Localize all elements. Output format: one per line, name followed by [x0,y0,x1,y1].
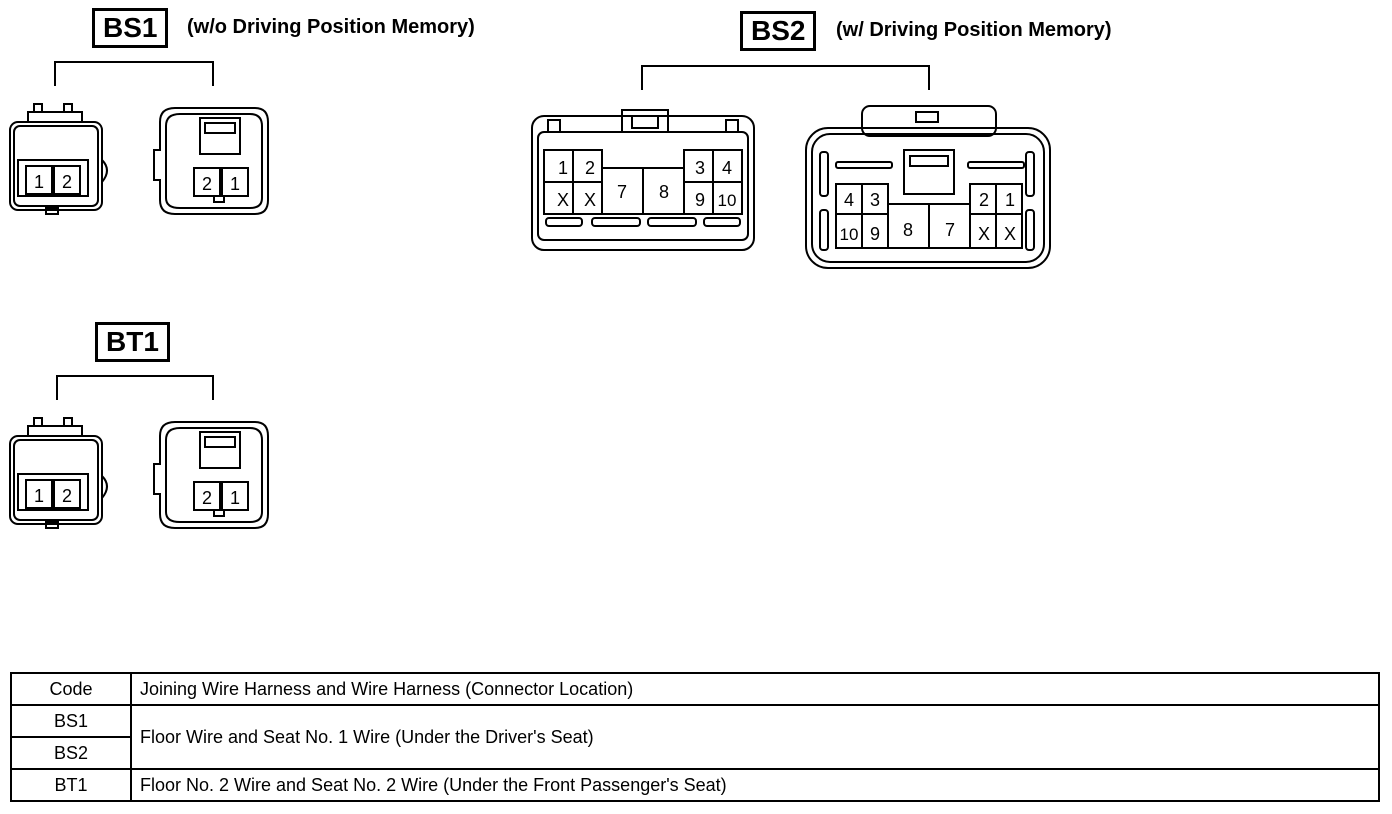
table-row: BS2 [10,736,1379,770]
table-header-desc: Joining Wire Harness and Wire Harness (C… [130,672,1380,706]
bs2-female-pin-9: 9 [870,224,880,244]
bs1-female-pin-1: 1 [230,174,240,194]
bs2-female-pin-3: 3 [870,190,880,210]
bt1-female-pin-2: 2 [202,488,212,508]
bt1-bracket [56,375,214,400]
table-header-row: Code Joining Wire Harness and Wire Harne… [10,672,1380,706]
bt1-female-cell-2 [193,481,221,511]
table-row: BT1 Floor No. 2 Wire and Seat No. 2 Wire… [10,768,1380,802]
bs2-female-connector [805,105,1051,269]
bs2-female-pin-1: 1 [1005,190,1015,210]
bs1-male-cell-1 [25,165,53,195]
bs1-female-cell-1 [221,167,249,197]
bt1-male-cell-2 [53,479,81,509]
bt1-male-pin-2: 2 [62,486,72,506]
bs2-female-pin-x2: X [1004,224,1016,244]
bs2-male-pin-10: 10 [718,191,737,210]
bt1-male-connector [9,417,108,529]
bs2-male-pin-4: 4 [722,158,732,178]
bs2-male-pin-1: 1 [558,158,568,178]
bs1-male-cell-2 [53,165,81,195]
table-row-desc-bt1: Floor No. 2 Wire and Seat No. 2 Wire (Un… [130,768,1380,802]
bs1-bracket [54,61,214,86]
bs1-male-pin-1: 1 [34,172,44,192]
bs2-male-pin-9: 9 [695,190,705,210]
table-row: BS1 Floor Wire and Seat No. 1 Wire (Unde… [10,704,1380,770]
bt1-male-pin-1: 1 [34,486,44,506]
table-row-desc-bs1-bs2: Floor Wire and Seat No. 1 Wire (Under th… [130,704,1380,770]
bs2-male-pin-2: 2 [585,158,595,178]
bs2-female-pin-7: 7 [945,220,955,240]
bs1-female-connector [153,107,269,215]
table-row-code-bs1: BS1 [10,704,132,738]
table-row-code-bt1: BT1 [10,768,132,802]
bs2-female-pin-8: 8 [903,220,913,240]
bs2-male-pin-8: 8 [659,182,669,202]
connector-diagram: 1 2 2 1 1 2 2 1 [9,61,1051,529]
bs1-caption: (w/o Driving Position Memory) [187,16,475,38]
bs1-male-pin-2: 2 [62,172,72,192]
bs2-code-label: BS2 [740,11,817,51]
bs1-female-cell-2 [193,167,221,197]
table-header-code: Code [10,672,132,706]
bs2-male-connector [531,109,755,251]
table-row-code-bs2: BS2 [10,736,132,770]
bs2-bracket [641,65,930,90]
bt1-female-pin-1: 1 [230,488,240,508]
bs1-female-pin-2: 2 [202,174,212,194]
bs2-female-pin-x1: X [978,224,990,244]
bs1-male-connector [9,103,108,215]
bs2-male-pin-x2: X [584,190,596,210]
bs2-male-pin-7: 7 [617,182,627,202]
bt1-female-connector [153,421,269,529]
connector-legend-table: Code Joining Wire Harness and Wire Harne… [10,672,1380,802]
bs2-male-pin-x1: X [557,190,569,210]
bs2-female-pin-10: 10 [840,225,859,244]
bs1-code-label: BS1 [92,8,169,48]
bs2-female-pin-2: 2 [979,190,989,210]
bt1-male-cell-1 [25,479,53,509]
bt1-female-cell-1 [221,481,249,511]
bt1-code-label: BT1 [95,322,170,362]
bs2-male-pin-3: 3 [695,158,705,178]
bs2-female-pin-4: 4 [844,190,854,210]
bs2-caption: (w/ Driving Position Memory) [836,19,1112,41]
